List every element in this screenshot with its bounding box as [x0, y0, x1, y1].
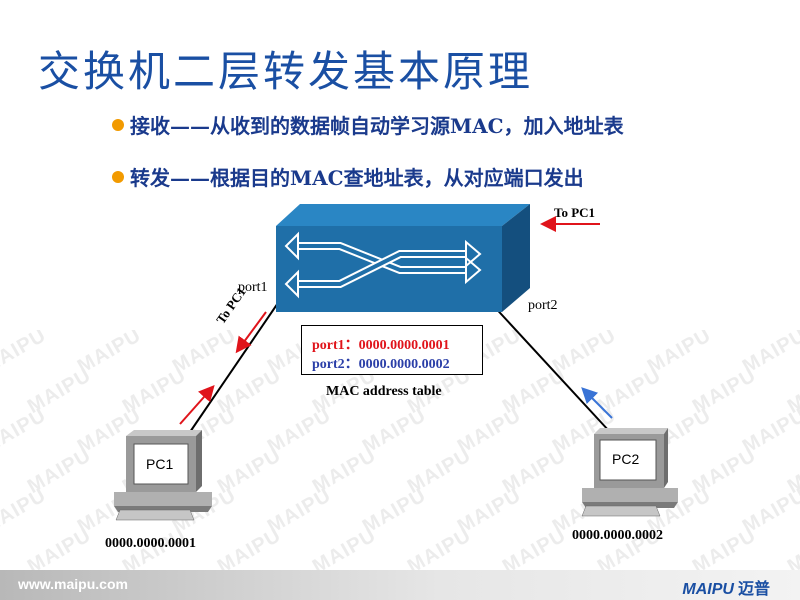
port1-label: port1 — [238, 280, 268, 295]
pc2-mac: 0000.0000.0002 — [572, 528, 663, 543]
bullet-receive-text: 接收——从收到的数据帧自动学习源MAC，加入地址表 — [130, 114, 624, 138]
arrow-pc2-up — [581, 387, 613, 419]
link-pc1 — [189, 299, 281, 433]
to-pc1-top-label: To PC1 — [554, 205, 596, 220]
pc2-label: PC2 — [612, 451, 640, 467]
mac-table-row-port1: port1：0000.0000.0001 — [312, 338, 450, 353]
port2-label: port2 — [528, 298, 558, 313]
mac-address-table: port1：0000.0000.0001 port2：0000.0000.000… — [301, 325, 483, 375]
logo-latin: MAIPU — [682, 581, 734, 598]
pc2-icon — [581, 428, 678, 517]
arrow-to-pc1-left — [235, 311, 267, 354]
switch-icon — [276, 204, 530, 312]
bullet-dot-icon — [112, 118, 124, 131]
pc1-mac: 0000.0000.0001 — [105, 536, 196, 551]
footer-url[interactable]: www.maipu.com — [18, 576, 128, 592]
mac-table-row-port2: port2：0000.0000.0002 — [312, 357, 450, 372]
bullet-receive: 接收——从收到的数据帧自动学习源MAC，加入地址表 — [112, 110, 624, 139]
arrow-pc1-up — [179, 385, 215, 425]
bullet-dot-icon — [112, 170, 124, 183]
page-title: 交换机二层转发基本原理 — [38, 47, 534, 96]
bullet-forward: 转发——根据目的MAC查地址表，从对应端口发出 — [112, 162, 584, 191]
bullet-forward-text: 转发——根据目的MAC查地址表，从对应端口发出 — [130, 166, 584, 190]
mac-table-caption: MAC address table — [326, 384, 442, 399]
logo-cn: 迈普 — [737, 581, 770, 598]
pc1-icon — [114, 430, 212, 521]
link-pc2 — [489, 301, 611, 433]
pc1-label: PC1 — [146, 456, 174, 472]
